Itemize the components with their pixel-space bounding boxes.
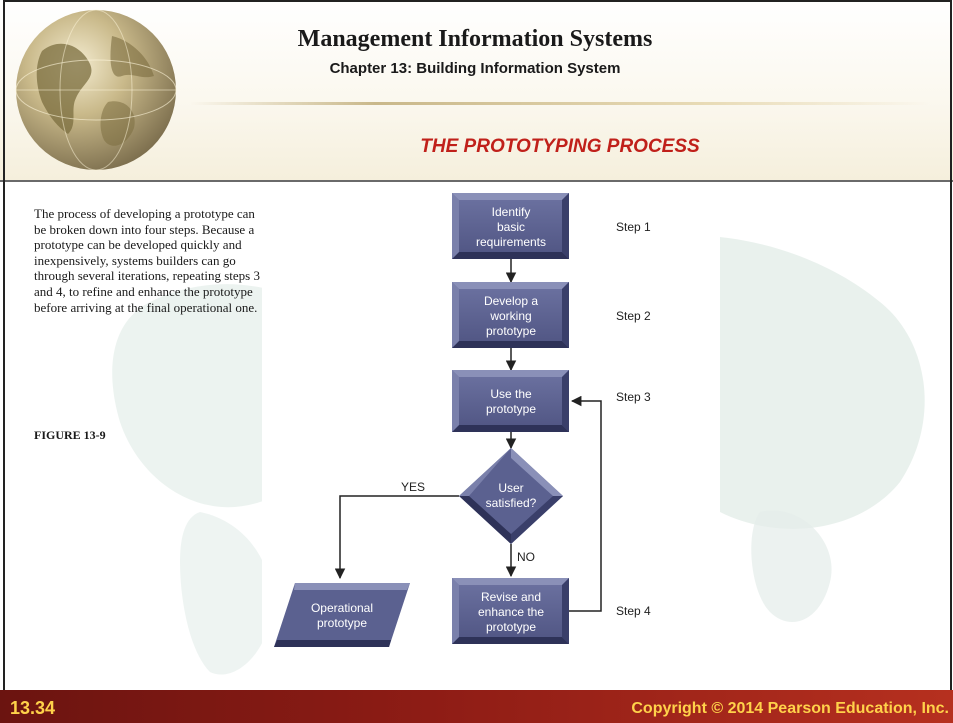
node-identify-line3: requirements: [476, 235, 546, 249]
page-title: Management Information Systems: [297, 26, 653, 52]
node-user-satisfied-decision: User satisfied?: [459, 448, 563, 544]
section-title: THE PROTOTYPING PROCESS: [420, 136, 700, 157]
node-identify-line1: Identify: [492, 205, 531, 219]
copyright-notice: Copyright © 2014 Pearson Education, Inc.: [631, 700, 949, 717]
node-revise-enhance: Revise and enhance the prototype: [452, 578, 569, 644]
branch-label-no: NO: [517, 550, 535, 564]
frame-right-border: [950, 0, 952, 690]
slide-number: 13.34: [10, 698, 56, 718]
globe-icon: [15, 9, 177, 171]
frame-top-border: [3, 0, 952, 2]
prototyping-flowchart: Identify basic requirements Develop a wo…: [262, 186, 720, 674]
node-operational-line1: Operational: [311, 601, 373, 615]
branch-label-yes: YES: [401, 480, 425, 494]
node-revise-line1: Revise and: [481, 590, 541, 604]
slide-footer: 13.34 Copyright © 2014 Pearson Education…: [0, 690, 953, 723]
node-operational-line2: prototype: [317, 616, 367, 630]
step-label-1: Step 1: [616, 220, 651, 234]
frame-left-border: [3, 0, 5, 690]
node-use-prototype: Use the prototype: [452, 370, 569, 432]
node-develop-line3: prototype: [486, 324, 536, 338]
node-revise-line3: prototype: [486, 620, 536, 634]
chapter-title: Chapter 13: Building Information System: [329, 60, 621, 77]
node-identify-requirements: Identify basic requirements: [452, 193, 569, 259]
arrow-loop-back: [569, 395, 602, 612]
node-decision-line2: satisfied?: [486, 496, 537, 510]
step-label-4: Step 4: [616, 604, 651, 618]
node-revise-line2: enhance the: [478, 605, 544, 619]
step-label-3: Step 3: [616, 390, 651, 404]
figure-description: The process of developing a prototype ca…: [34, 206, 260, 315]
node-use-line2: prototype: [486, 402, 536, 416]
slide-header: Management Information Systems Chapter 1…: [0, 0, 953, 182]
step-label-2: Step 2: [616, 309, 651, 323]
header-rule: [190, 102, 930, 105]
node-use-line1: Use the: [490, 387, 532, 401]
arrow-yes-branch: [334, 495, 459, 580]
node-develop-line2: working: [489, 309, 531, 323]
connector-lines: [334, 259, 602, 612]
node-develop-prototype: Develop a working prototype: [452, 282, 569, 348]
node-decision-line1: User: [498, 481, 523, 495]
node-operational-prototype: Operational prototype: [274, 583, 410, 647]
figure-label: FIGURE 13-9: [34, 428, 106, 442]
node-identify-line2: basic: [497, 220, 525, 234]
node-develop-line1: Develop a: [484, 294, 538, 308]
